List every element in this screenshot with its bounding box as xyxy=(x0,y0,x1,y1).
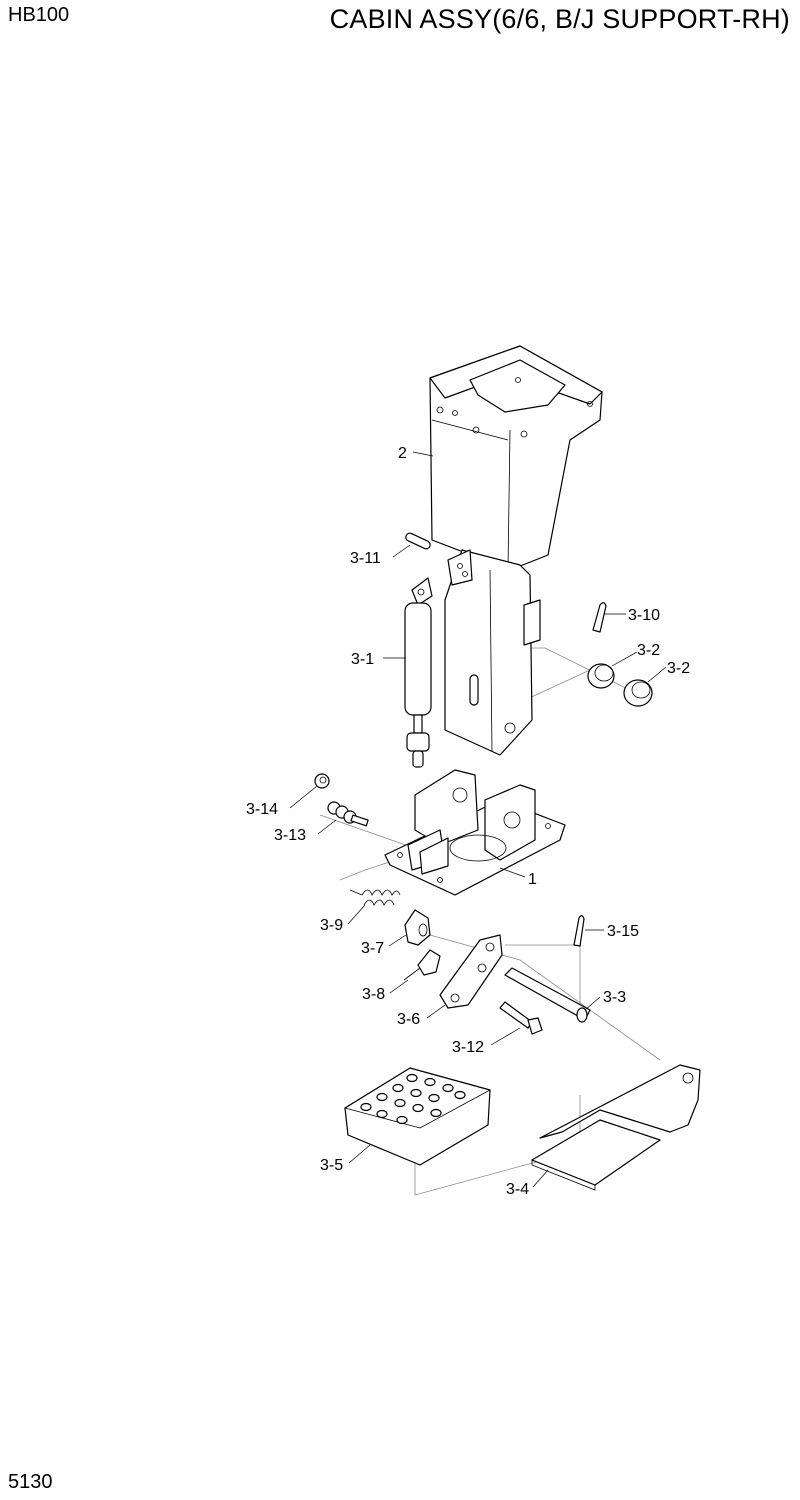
callout-3-2b: 3-2 xyxy=(667,660,690,677)
page-number: 5130 xyxy=(8,1471,53,1493)
part-3-13-bolt-washer xyxy=(327,801,369,827)
part-1-base-plate xyxy=(384,769,566,896)
part-3-15-cotter-pin xyxy=(573,915,585,947)
callout-3-7: 3-7 xyxy=(361,940,384,957)
part-3-6-link xyxy=(439,934,503,1009)
part-3-7-stopper xyxy=(404,909,431,946)
callout-1: 1 xyxy=(528,871,537,888)
callout-3-8: 3-8 xyxy=(362,986,385,1003)
part-3-11-pin xyxy=(405,532,431,550)
callout-3-14: 3-14 xyxy=(246,801,278,818)
callout-3-4: 3-4 xyxy=(506,1181,529,1198)
part-3-12-bolt xyxy=(499,1001,543,1035)
leader-lines xyxy=(289,451,667,1188)
part-3-4-pedal-arm xyxy=(531,1064,701,1191)
part-3-2-bushing-b xyxy=(623,679,653,707)
callout-3-11: 3-11 xyxy=(350,550,381,567)
callout-3-6: 3-6 xyxy=(397,1011,420,1028)
part-2-lower-tube xyxy=(444,549,541,756)
part-3-2-bushing-a xyxy=(587,663,615,689)
callout-3-13: 3-13 xyxy=(274,827,306,844)
callout-labels: 2 3-11 3-1 3-10 3-2 3-2 3-14 3-13 1 3-9 … xyxy=(246,445,690,1198)
part-3-3-shaft xyxy=(504,967,591,1023)
part-3-5-pedal-pad xyxy=(343,1067,492,1166)
part-2-support-housing xyxy=(429,345,603,571)
callout-3-12: 3-12 xyxy=(452,1039,484,1056)
callout-3-15: 3-15 xyxy=(607,923,639,940)
callout-3-9: 3-9 xyxy=(320,917,343,934)
callout-3-1: 3-1 xyxy=(351,651,374,668)
callout-3-2a: 3-2 xyxy=(637,642,660,659)
pedal-pad-studs xyxy=(360,1073,466,1125)
callout-3-3: 3-3 xyxy=(603,989,626,1006)
page-title: CABIN ASSY(6/6, B/J SUPPORT-RH) xyxy=(329,4,790,34)
part-3-1-gas-spring xyxy=(404,577,433,768)
part-3-9-spring xyxy=(349,889,401,906)
part-3-10-cotter-pin xyxy=(592,602,607,633)
model-code: HB100 xyxy=(8,4,70,26)
callout-3-5: 3-5 xyxy=(320,1157,343,1174)
callout-3-10: 3-10 xyxy=(628,607,660,624)
part-3-8-knob xyxy=(403,949,441,981)
part-3-14-nut xyxy=(314,773,330,789)
callout-2: 2 xyxy=(398,445,407,462)
